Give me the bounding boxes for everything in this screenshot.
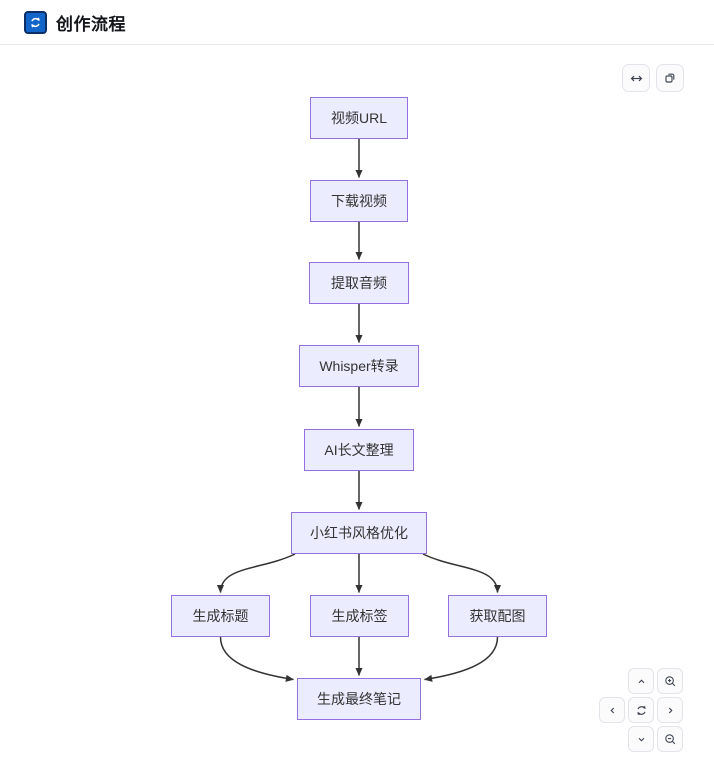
edge-title-final (219, 636, 294, 682)
pan-left-button[interactable] (599, 697, 625, 723)
chevron-left-icon (609, 707, 614, 713)
copy-button[interactable] (656, 64, 684, 92)
refresh-icon (636, 705, 646, 715)
copy-icon (665, 73, 675, 83)
edge-images-final (424, 636, 499, 682)
zoom-out-icon (664, 733, 675, 744)
node-whisper[interactable]: Whisper转录 (299, 345, 419, 387)
chevron-up-icon (638, 678, 644, 683)
node-download-video[interactable]: 下载视频 (310, 180, 408, 222)
pan-up-button[interactable] (628, 668, 654, 694)
pan-down-button[interactable] (628, 726, 654, 752)
node-extract-audio[interactable]: 提取音频 (309, 262, 409, 304)
node-final-note[interactable]: 生成最终笔记 (297, 678, 421, 720)
zoom-in-icon (664, 675, 675, 686)
page-title: 创作流程 (56, 14, 126, 34)
node-ai-longform[interactable]: AI长文整理 (304, 429, 414, 471)
pan-right-button[interactable] (657, 697, 683, 723)
arrows-horizontal-icon (630, 75, 642, 81)
chevron-down-icon (638, 737, 644, 742)
edge-style-images (422, 553, 502, 593)
zoom-out-button[interactable] (657, 726, 683, 752)
zoom-in-button[interactable] (657, 668, 683, 694)
node-video-url[interactable]: 视频URL (310, 97, 408, 139)
node-gen-tags[interactable]: 生成标签 (310, 595, 409, 637)
panel-header: 创作流程 (0, 0, 714, 45)
chevron-right-icon (668, 707, 673, 713)
edge-style-title (216, 553, 296, 593)
node-gen-title[interactable]: 生成标题 (171, 595, 270, 637)
node-style-optimize[interactable]: 小红书风格优化 (291, 512, 427, 554)
sync-logo-icon (24, 10, 47, 34)
sync-glyph (31, 16, 40, 28)
reset-view-button[interactable] (628, 697, 654, 723)
fit-width-button[interactable] (622, 64, 650, 92)
node-get-images[interactable]: 获取配图 (448, 595, 547, 637)
